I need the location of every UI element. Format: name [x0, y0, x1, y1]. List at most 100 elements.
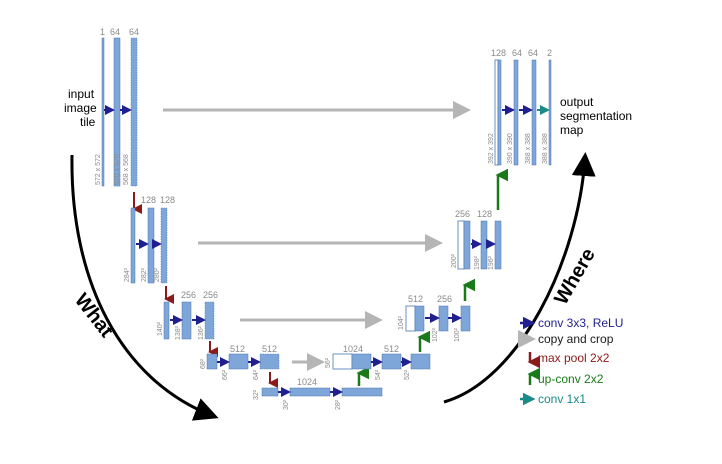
diagram-label: 512	[384, 344, 399, 354]
level1-decoder: 128 64 64 2 392 x 392 390 x 390 388 x 38…	[488, 48, 552, 166]
feature-map	[204, 301, 215, 340]
legend-conv-text: conv 3x3, ReLU	[538, 316, 623, 330]
feature-map	[497, 59, 502, 166]
diagram-label: 128	[477, 209, 492, 219]
diagram-label: 256	[203, 290, 218, 300]
diagram-label: 572 x 572	[95, 154, 102, 185]
channel-label: 64	[110, 27, 120, 37]
channel-label: 64	[129, 27, 139, 37]
feature-map	[438, 305, 449, 332]
feature-map	[261, 387, 279, 397]
diagram-label: 388 x 388	[525, 133, 532, 164]
legend-up-text: up-conv 2x2	[538, 372, 604, 386]
diagram-label: 64²	[253, 369, 260, 380]
diagram-label: 196²	[488, 255, 495, 270]
legend-copy-text: copy and crop	[538, 332, 614, 346]
diagram-label: 56²	[325, 357, 332, 368]
feature-map	[494, 220, 502, 270]
diagram-label: 568 x 568	[123, 154, 130, 185]
diagram-label: 100²	[454, 327, 461, 342]
diagram-label: 1024	[343, 344, 363, 354]
feature-map	[259, 353, 280, 370]
diagram-label: 68²	[200, 358, 207, 369]
diagram-label: 32²	[253, 389, 260, 400]
feature-map	[130, 37, 138, 187]
diagram-label: 1024	[297, 377, 317, 387]
cropped-copy-map	[332, 353, 353, 370]
diagram-label: 64	[528, 48, 538, 58]
feature-map	[228, 353, 249, 370]
channel-label: 1	[100, 27, 105, 37]
feature-map	[410, 353, 431, 370]
diagram-label: 570 x 570	[114, 154, 121, 185]
diagram-label: tile	[80, 115, 96, 129]
diagram-label: 256	[437, 294, 452, 304]
diagram-label: 280²	[154, 267, 161, 282]
diagram-label: 512	[262, 344, 277, 354]
diagram-label: 128	[160, 195, 175, 205]
feature-map	[181, 301, 192, 340]
level3-encoder: 256 256 140² 138² 136²	[157, 290, 218, 340]
diagram-label: 54²	[375, 369, 382, 380]
feature-map	[480, 220, 488, 270]
diagram-label: 52²	[404, 369, 411, 380]
what-curve-arrow	[70, 154, 219, 421]
diagram-label: 66²	[222, 369, 229, 380]
input-label: input image tile	[64, 87, 97, 129]
feature-map	[160, 207, 168, 284]
feature-map	[130, 207, 136, 284]
legend: conv 3x3, ReLU copy and crop max pool 2x…	[518, 316, 623, 406]
diagram-label: 512	[230, 344, 245, 354]
diagram-label: 392 x 392	[488, 133, 495, 164]
diagram-label: 284²	[124, 267, 131, 282]
feature-map	[351, 353, 372, 370]
feature-map	[163, 301, 170, 340]
diagram-label: 28²	[335, 399, 342, 410]
feature-map	[381, 353, 402, 370]
diagram-label: 256	[455, 209, 470, 219]
feature-map	[341, 387, 383, 397]
diagram-label: 102²	[432, 327, 439, 342]
diagram-label: 104²	[398, 315, 405, 330]
level2-decoder: 256 128 200² 198² 196²	[451, 209, 502, 270]
level3-decoder: 512 256 104² 102² 100²	[398, 294, 471, 342]
diagram-label: 64	[512, 48, 522, 58]
feature-map	[548, 59, 552, 166]
diagram-label: image	[64, 101, 97, 115]
feature-map	[531, 59, 537, 166]
diagram-label: 256	[181, 290, 196, 300]
diagram-label: 30²	[283, 399, 290, 410]
feature-map	[463, 220, 471, 270]
level1-encoder: 1 64 64 572 x 572 570 x 570 568 x 568	[95, 27, 139, 187]
diagram-label: 136²	[198, 325, 205, 340]
feature-map	[289, 387, 331, 397]
diagram-label: 128	[491, 48, 506, 58]
what-label: What	[70, 290, 118, 342]
level5-bottleneck: 1024 32² 30² 28²	[253, 377, 383, 410]
level4-decoder: 1024 512 56² 54² 52²	[325, 344, 431, 380]
diagram-label: 138²	[175, 325, 182, 340]
diagram-label: output	[560, 95, 594, 109]
diagram-label: 198²	[474, 255, 481, 270]
diagram-label: 512	[408, 294, 423, 304]
feature-map	[101, 37, 105, 187]
feature-map	[460, 305, 471, 332]
level4-encoder: 512 512 68² 66² 64²	[200, 344, 280, 380]
cropped-copy-map	[494, 59, 499, 166]
diagram-label: 128	[141, 195, 156, 205]
level2-encoder: 128 128 284² 282² 280²	[124, 195, 175, 284]
diagram-label: 2	[547, 48, 552, 58]
output-label: output segmentation map	[560, 95, 632, 137]
diagram-label: input	[68, 87, 95, 101]
feature-map	[513, 59, 519, 166]
cropped-copy-map	[457, 220, 465, 270]
feature-map	[414, 305, 425, 332]
diagram-label: 390 x 390	[507, 133, 514, 164]
diagram-label: map	[560, 123, 584, 137]
feature-map	[206, 353, 218, 370]
diagram-label: 200²	[451, 253, 458, 268]
legend-pool-text: max pool 2x2	[538, 351, 610, 365]
diagram-label: segmentation	[560, 109, 632, 123]
diagram-label: 282²	[141, 267, 148, 282]
